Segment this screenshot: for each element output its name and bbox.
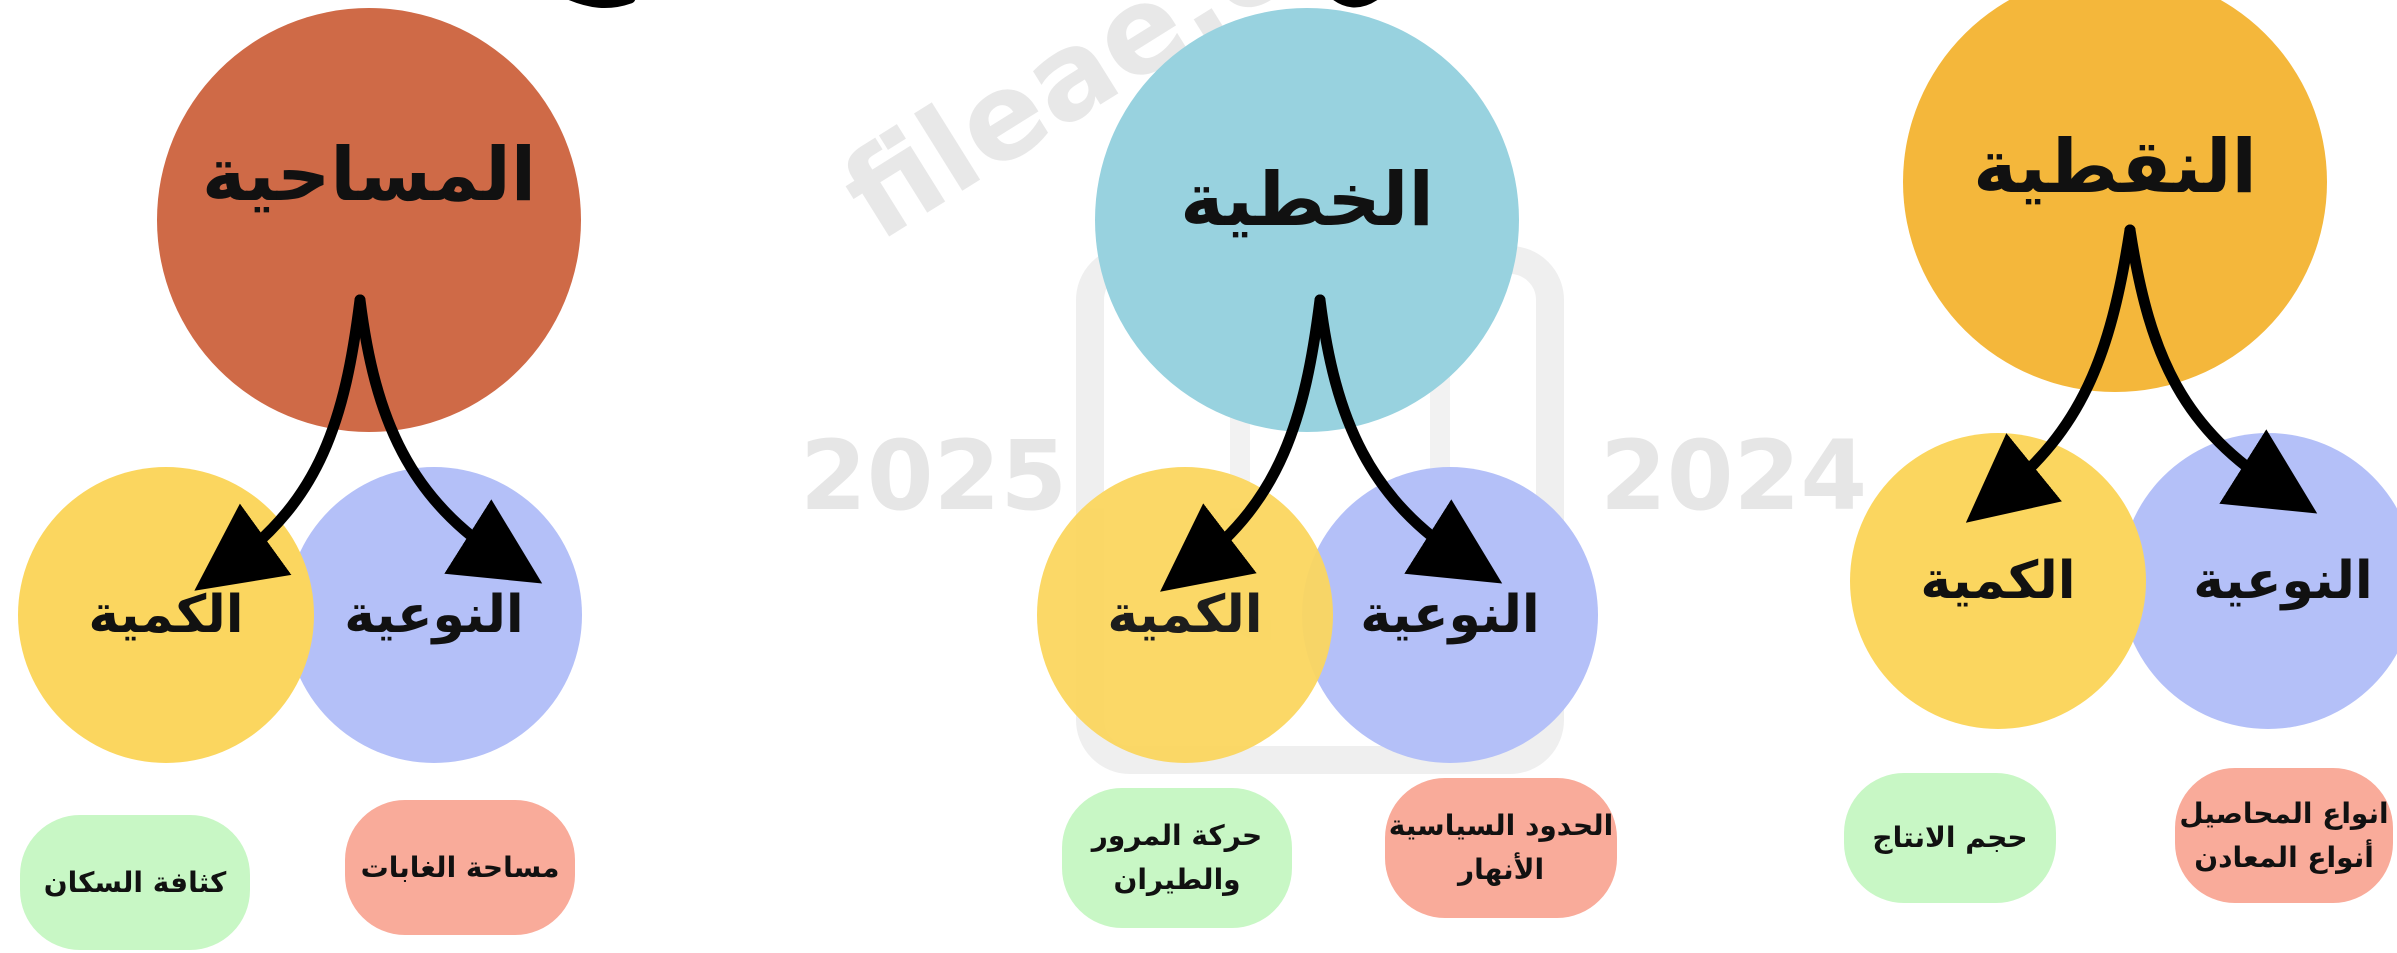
linear-qualitative-example: الحدود السياسية الأنهار (1385, 778, 1617, 918)
linear-quantitative-label: الكمية (1107, 585, 1263, 645)
top-left-partial-arrow (568, 0, 636, 8)
areal-qualitative-example: مساحة الغابات (345, 800, 575, 935)
watermark-year-left: 2025 (800, 420, 1068, 532)
point-arrow-to-qualitative (2124, 224, 2318, 514)
point-quantitative-example: حجم الانتاج (1844, 773, 2056, 903)
point-quantitative-example-line1: حجم الانتاج (1872, 821, 2028, 854)
areal-title: المساحية (201, 132, 537, 218)
areal-qualitative-example-line1: مساحة الغابات (360, 850, 560, 884)
areal-quantitative-example: كثافة السكان (20, 815, 250, 950)
point-arrow-to-quantitative (1965, 224, 2136, 523)
areal-qualitative-label: النوعية (344, 585, 524, 645)
linear-quantitative-example: حركة المرور والطيران (1062, 788, 1292, 928)
linear-quantitative-example-line1: حركة المرور (1091, 819, 1263, 852)
linear-arrow-to-qualitative (1314, 294, 1503, 584)
linear-quantitative-example-line2: والطيران (1113, 863, 1241, 896)
areal-arrow-to-quantitative (194, 294, 366, 591)
point-quantitative-circle: الكمية (1850, 433, 2146, 729)
areal-title-circle: المساحية (157, 8, 581, 432)
point-title: النقطية (1973, 124, 2257, 210)
point-qualitative-example: انواع المحاصيل أنواع المعادن (2175, 768, 2393, 903)
point-qualitative-label: النوعية (2193, 551, 2373, 611)
linear-qualitative-label: النوعية (1360, 585, 1540, 645)
areal-quantitative-example-line1: كثافة السكان (43, 865, 227, 899)
linear-title: الخطية (1180, 157, 1434, 243)
linear-qualitative-example-line2: الأنهار (1457, 853, 1545, 886)
top-middle-partial-arrow (1333, 0, 1378, 8)
areal-quantitative-label: الكمية (88, 585, 244, 645)
linear-arrow-to-quantitative (1160, 294, 1326, 592)
point-qualitative-example-line1: انواع المحاصيل (2179, 796, 2389, 830)
point-qualitative-example-line2: أنواع المعادن (2194, 840, 2374, 874)
point-quantitative-label: الكمية (1920, 551, 2076, 611)
watermark-year-right: 2024 (1600, 420, 1868, 532)
linear-qualitative-example-line1: الحدود السياسية (1388, 809, 1614, 842)
areal-arrow-to-qualitative (354, 294, 543, 584)
